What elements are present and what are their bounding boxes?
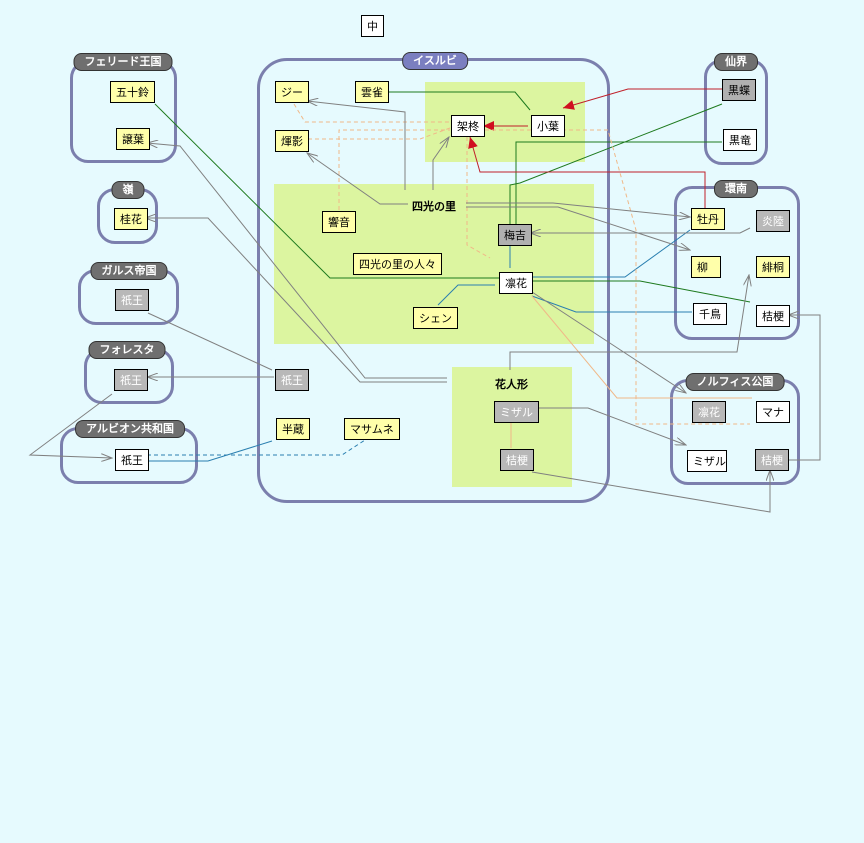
- node-masamune[interactable]: マサムネ: [344, 418, 400, 440]
- node-umekichi[interactable]: 梅吉: [498, 224, 532, 246]
- node-shikou[interactable]: 四光の里: [412, 200, 456, 213]
- node-botan[interactable]: 牡丹: [691, 208, 725, 230]
- node-mizaru-doll[interactable]: ミザル: [494, 401, 539, 423]
- link-mizaru-doll-norfis: [537, 407, 686, 445]
- node-keika[interactable]: 桂花: [114, 208, 148, 230]
- node-kiei[interactable]: 煇影: [275, 130, 309, 152]
- node-mizaru-norfis[interactable]: ミザル: [687, 450, 727, 472]
- node-gion-isurubi[interactable]: 祇王: [275, 369, 309, 391]
- link-kai-mana: [485, 129, 750, 425]
- link-shikou-yanagi: [466, 206, 690, 250]
- node-hidou[interactable]: 緋桐: [756, 256, 790, 278]
- node-rinka[interactable]: 凛花: [499, 272, 533, 294]
- node-isuzu[interactable]: 五十鈴: [110, 81, 155, 103]
- group-label-foresta: フォレスタ: [88, 341, 166, 359]
- link-isuzu-rinka: [154, 103, 500, 279]
- node-chidori[interactable]: 千鳥: [693, 303, 727, 325]
- node-kikyou-kannan[interactable]: 桔梗: [756, 305, 790, 327]
- node-yanagi[interactable]: 柳: [691, 256, 721, 278]
- link-rinka-botan: [532, 229, 691, 278]
- link-kai-rinka-norfis: [466, 137, 491, 259]
- node-kokuchou[interactable]: 黒蝶: [722, 79, 756, 101]
- node-mana[interactable]: マナ: [756, 401, 790, 423]
- group-label-isurubi: イスルビ: [402, 52, 468, 70]
- link-kokuchou-umekichi: [509, 103, 723, 224]
- group-label-albion: アルビオン共和国: [75, 420, 185, 438]
- group-label-norfis: ノルフィス公国: [685, 373, 785, 391]
- node-gion-galus[interactable]: 祇王: [115, 289, 149, 311]
- link-rinka-kikyou: [532, 280, 751, 303]
- group-label-rei: 嶺: [111, 181, 145, 199]
- link-ji-kai: [293, 103, 450, 123]
- node-kokuryuu[interactable]: 黒竜: [723, 129, 757, 151]
- link-kokuryuu-umekichi: [515, 141, 722, 224]
- node-kyouon[interactable]: 響音: [322, 211, 356, 233]
- node-shikou-people[interactable]: 四光の里の人々: [353, 253, 442, 275]
- link-rinka-mana: [531, 295, 752, 399]
- link-unjaku-koba: [386, 91, 531, 111]
- link-rinka-chidori: [531, 295, 692, 313]
- node-rinka-norfis[interactable]: 凛花: [692, 401, 726, 423]
- node-ruiha[interactable]: 譲葉: [116, 128, 150, 150]
- node-kikyou-norfis[interactable]: 桔梗: [755, 449, 789, 471]
- group-label-senkai: 仙界: [714, 53, 758, 71]
- node-shen[interactable]: シェン: [413, 307, 458, 329]
- node-kikyou-doll[interactable]: 桔梗: [500, 449, 534, 471]
- node-enriku[interactable]: 炎陸: [756, 210, 790, 232]
- link-kokuchou-koba: [562, 88, 722, 110]
- link-foresta-albion: [28, 393, 112, 458]
- link-gion-masamune: [147, 439, 366, 456]
- link-shikou-botan: [466, 202, 690, 217]
- link-shikou-kiei: [307, 153, 408, 205]
- link-shikou-ji: [307, 101, 406, 190]
- link-rinka-shen: [437, 284, 495, 306]
- node-hanzou[interactable]: 半蔵: [276, 418, 310, 440]
- link-kyouon-kai: [338, 129, 450, 210]
- node-koba[interactable]: 小葉: [531, 115, 565, 137]
- node-hana-ningyou[interactable]: 花人形: [495, 378, 528, 391]
- group-label-kannan: 環南: [714, 180, 758, 198]
- top-marker[interactable]: 中: [361, 15, 384, 37]
- node-unjaku[interactable]: 雲雀: [355, 81, 389, 103]
- link-hana-ruiha: [147, 143, 447, 379]
- group-label-galus: ガルス帝国: [90, 262, 168, 280]
- link-kikyou-doll-norfis: [531, 470, 770, 513]
- link-kikyou-norfis-kannan: [785, 315, 821, 461]
- node-gion-foresta[interactable]: 祇王: [114, 369, 148, 391]
- link-rinka-mizaru-norfis: [531, 291, 686, 393]
- link-hana-hidou: [509, 275, 749, 370]
- group-label-ferrid: フェリード王国: [73, 53, 173, 71]
- node-kai[interactable]: 架柊: [451, 115, 485, 137]
- node-ji[interactable]: ジー: [275, 81, 309, 103]
- link-enriku-umekichi: [530, 227, 751, 233]
- link-shikou-kai: [432, 137, 449, 190]
- link-kiei-kai: [308, 127, 451, 140]
- link-botan-kai: [468, 136, 706, 208]
- link-hana-keika: [145, 218, 447, 383]
- node-gion-albion[interactable]: 祇王: [115, 449, 149, 471]
- link-gion-hanzou: [147, 440, 273, 462]
- link-gion-galus-gion: [147, 312, 273, 371]
